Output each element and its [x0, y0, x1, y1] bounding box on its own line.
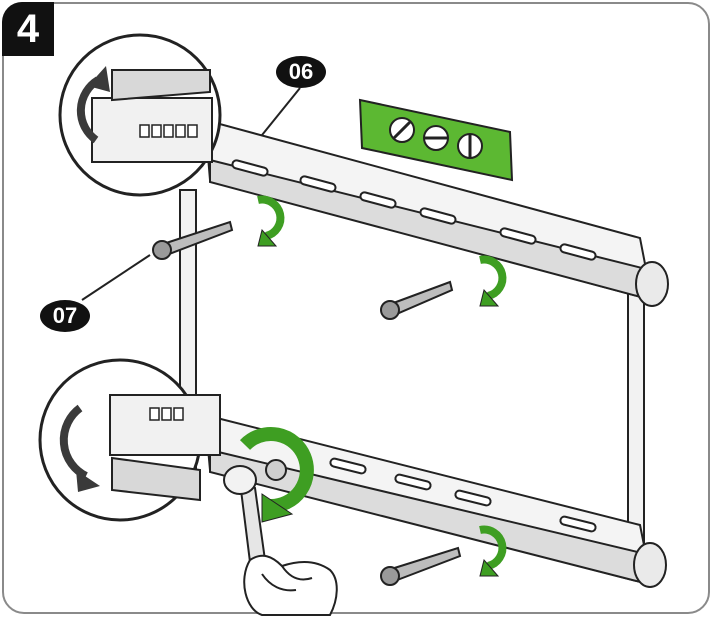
part-callout-06: 06	[276, 56, 326, 88]
top-bracket-bar	[203, 118, 669, 307]
level-tool-icon	[358, 98, 514, 182]
part-callout-07: 07	[40, 300, 90, 332]
step-number-badge: 4	[2, 2, 54, 56]
rotate-arrow-icon	[479, 525, 507, 577]
rotate-arrow-icon	[59, 404, 88, 480]
detail-inset-top	[58, 33, 222, 197]
screw-icon	[380, 280, 454, 320]
hand-icon	[243, 554, 338, 616]
detail-inset-bottom	[38, 358, 221, 522]
leader-06	[257, 87, 301, 141]
rotate-arrow-icon	[239, 427, 314, 523]
screw-icon	[380, 546, 462, 586]
rotate-arrow-icon	[257, 195, 285, 247]
leader-07	[81, 254, 151, 301]
rotate-arrow-icon	[479, 255, 507, 307]
screw-icon	[152, 220, 234, 260]
